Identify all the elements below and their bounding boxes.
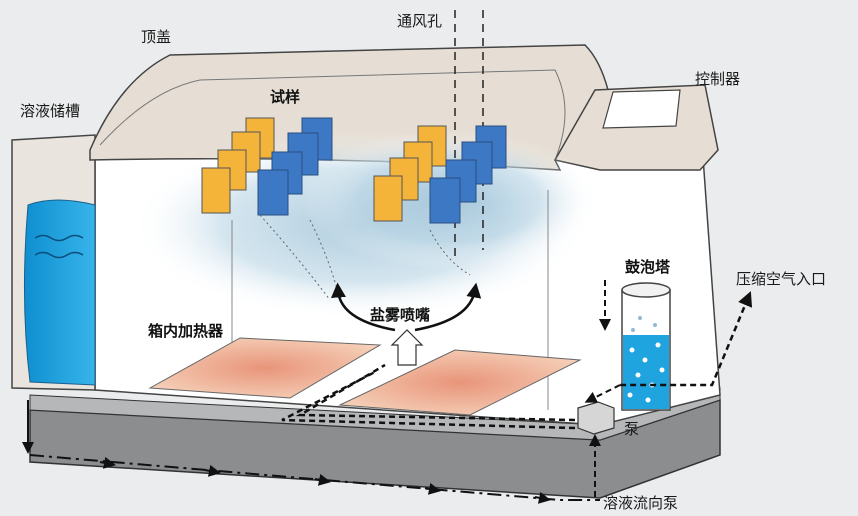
bubble-tower-label: 鼓泡塔 [625, 258, 671, 276]
flow-arrow [424, 482, 441, 495]
solution-tank-water [23, 199, 96, 386]
specimen-yellow [201, 167, 231, 214]
flow-arrow [534, 491, 551, 504]
heater-plate-right [338, 349, 582, 416]
pipe-pump-to-nozzle [295, 363, 576, 422]
pipe-pump-to-nozzle-return [281, 370, 576, 430]
controller-screen [602, 89, 681, 129]
pump-label: 泵 [624, 420, 640, 438]
specimen-blue [257, 169, 289, 216]
bubble-tower [621, 282, 671, 411]
salt-spray-nozzle-label: 盐雾喷嘴 [370, 306, 431, 324]
internal-heater-label: 箱内加热器 [148, 322, 224, 340]
flow-arrow [204, 464, 221, 477]
compressed-air-inlet-label: 压缩空气入口 [736, 270, 827, 288]
bubble-tower-top [621, 282, 671, 298]
top-cover-label: 顶盖 [141, 28, 172, 46]
specimens-label: 试样 [270, 88, 301, 106]
bubble [655, 342, 661, 348]
bubble [659, 367, 665, 373]
bubble [638, 316, 642, 320]
spray-arrow-right [414, 282, 482, 332]
bubble [631, 328, 635, 332]
compressed-air-line [620, 291, 753, 387]
specimen-yellow [373, 175, 403, 222]
bubble [635, 372, 641, 378]
solution-tank-waves [34, 234, 84, 259]
solution-tank-label: 溶液储槽 [20, 102, 81, 120]
flow-arrow [314, 473, 331, 486]
controller-label: 控制器 [695, 70, 741, 88]
bubble [653, 323, 657, 327]
solution-to-pump-label: 溶液流向泵 [603, 494, 679, 512]
spray-arrow-left [331, 282, 396, 332]
bubble [627, 392, 633, 398]
pipe-tower-return [584, 384, 621, 403]
heater-plate-left [148, 337, 382, 399]
specimen-blue [429, 177, 461, 224]
top-cover-inner [99, 69, 566, 161]
specimen-group-right [373, 125, 507, 224]
pump-box [577, 401, 615, 435]
vent-hole-label: 通风孔 [397, 12, 443, 30]
flow-arrow [99, 456, 116, 469]
nozzle-up-arrow [390, 329, 424, 366]
bubble [645, 397, 651, 403]
specimen-hangers [259, 214, 471, 301]
specimen-group-left [201, 117, 333, 216]
bubble [629, 347, 635, 353]
bubble [642, 357, 648, 363]
